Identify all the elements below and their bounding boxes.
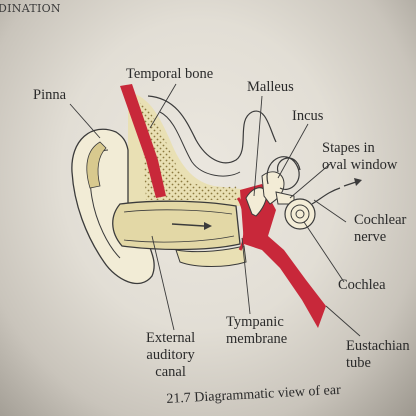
page-header: DINATION — [0, 2, 61, 15]
label-incus: Incus — [292, 108, 324, 124]
leader-lines — [69, 83, 361, 337]
pinna-cartilage — [86, 141, 107, 189]
temporal-bone-red — [120, 84, 166, 198]
inner-contour — [159, 111, 241, 177]
auditory-canal — [112, 200, 241, 251]
semicircular-canals — [266, 156, 301, 190]
label-cochlea: Cochlea — [338, 277, 386, 293]
label-malleus: Malleus — [247, 79, 294, 95]
sound-arrow-head — [204, 222, 212, 230]
cochlea-mid — [290, 204, 310, 224]
lower-bone-region — [175, 245, 247, 267]
cochlea-inner — [295, 209, 305, 219]
label-cochlear-nerve: Cochlear nerve — [354, 212, 407, 245]
canal-inner-line — [123, 209, 235, 243]
label-external-auditory-canal: External auditory canal — [146, 330, 196, 380]
cochlea-outer — [284, 198, 316, 230]
label-tympanic-membrane: Tympanic membrane — [226, 314, 288, 347]
sound-arrow — [171, 223, 205, 227]
temporal-bone-stipple — [140, 100, 238, 200]
label-temporal-bone: Temporal bone — [126, 66, 214, 82]
label-pinna: Pinna — [33, 87, 67, 103]
label-eustachian-tube: Eustachian tube — [346, 338, 410, 371]
nerve-arrow — [343, 181, 357, 187]
middle-ear-cavity — [240, 184, 326, 328]
label-stapes: Stapes in oval window — [322, 140, 398, 173]
cochlear-nerve — [311, 187, 341, 205]
nerve-arrow-head — [354, 178, 362, 186]
